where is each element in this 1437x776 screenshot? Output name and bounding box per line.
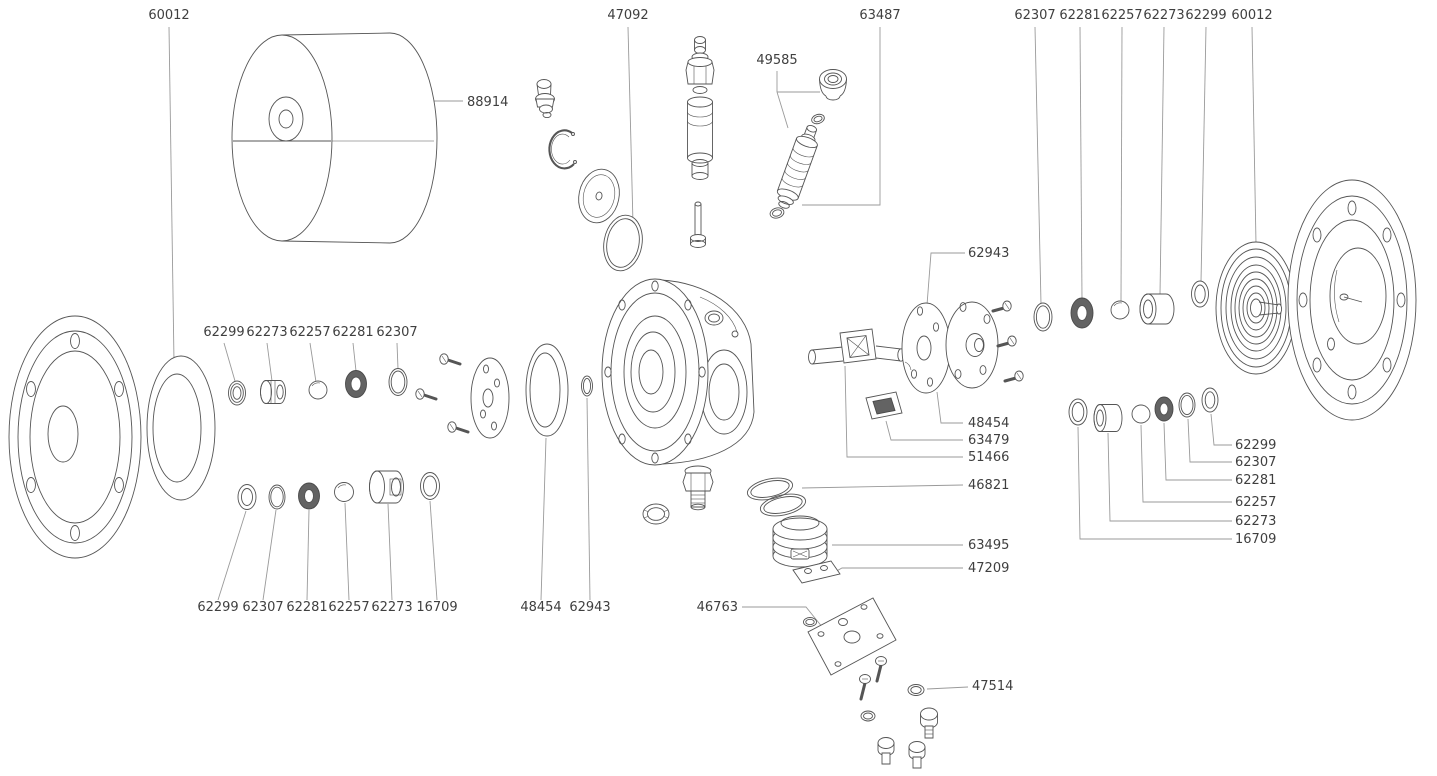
part-ball-62257-bottom [334,482,354,502]
part-label: 51466 [968,450,1009,465]
part-label: 62257 [289,325,330,340]
part-piston-bushing-62273-upper-right [1139,293,1175,325]
machine-screws-right [991,300,1024,383]
part-bearing-62281-lower-right [1154,396,1174,422]
part-muffler-stack-63495 [772,515,828,568]
part-grommet-62299-left [228,380,246,406]
part-label: 62281 [1235,473,1276,488]
part-label: 62273 [371,600,412,615]
part-label: 62307 [1014,8,1055,23]
part-label: 62281 [1059,8,1100,23]
part-label: 48454 [968,416,1009,431]
part-label: 16709 [416,600,457,615]
part-diaphragm-coil-60012 [1215,241,1297,375]
part-label: 47092 [607,8,648,23]
part-ring-62299-lower-right [1201,387,1219,413]
part-label: 47514 [972,679,1013,694]
part-label: 16709 [1235,532,1276,547]
part-inlet-fitting [535,79,555,119]
part-bearing-62281-left [345,370,367,398]
leader-lines [168,26,1257,690]
part-oring-62307-bottom [268,484,286,510]
part-label: 48454 [520,600,561,615]
part-oring-62307-lower-right [1178,392,1196,418]
part-oring-62307-upper-right [1033,302,1053,332]
part-label: 62257 [328,600,369,615]
part-bushing-62273-right [1093,404,1123,432]
part-ball-62257-left [308,380,328,400]
part-label: 62299 [1185,8,1226,23]
part-label: 63479 [968,433,1009,448]
part-center-section [601,278,755,525]
part-label: 62281 [286,600,327,615]
part-air-valve-plate-62943 [901,302,951,394]
part-label: 62273 [1235,514,1276,529]
part-labels: 60012 47092 63487 49585 62307 62281 6225… [148,8,1276,694]
part-label: 62299 [203,325,244,340]
part-label: 62307 [376,325,417,340]
part-oring-62307-left [388,368,408,396]
part-ring-62299-bottom [237,484,257,510]
part-retainer-ring-60012 [146,355,216,501]
part-label: 63495 [968,538,1009,553]
part-valve-seat-63479 [865,391,903,420]
part-label: 62299 [1235,438,1276,453]
part-outer-flange-right [1287,179,1417,421]
part-label: 62307 [1235,455,1276,470]
part-ring-62299-upper-right [1191,280,1209,308]
part-outer-flange-left [8,315,142,559]
part-ring-16709-right [1068,398,1088,426]
part-label: 62943 [569,600,610,615]
part-label: 62281 [332,325,373,340]
part-air-chamber-cylinder-88914 [231,32,438,244]
part-label: 49585 [756,53,797,68]
part-label: 47209 [968,561,1009,576]
part-diaphragm-plate-48454-left [525,343,569,437]
part-bearing-62281-upper-right [1070,297,1094,329]
part-label: 62257 [1235,495,1276,510]
part-oring-muffler-end [769,207,785,219]
part-label: 62273 [1143,8,1184,23]
part-label: 62257 [1101,8,1142,23]
part-label: 88914 [467,95,508,110]
part-oring-62943-left [581,375,593,397]
part-snap-ring [548,129,577,170]
part-ball-62257-upper-right [1110,300,1130,320]
part-label: 62273 [246,325,287,340]
machine-screws-left [415,353,470,434]
part-bushing-62273-left [260,380,286,404]
part-valve-plate-cover-48454 [945,301,999,389]
part-label: 62299 [197,600,238,615]
part-ball-62257-lower-right [1131,404,1151,424]
part-bearing-62281-bottom [298,482,320,510]
part-label: 60012 [148,8,189,23]
part-oring-manifold [803,617,817,627]
part-label: 46763 [697,600,738,615]
part-label: 63487 [859,8,900,23]
part-bushing-62273-bottom [369,470,404,504]
part-oring-pair-46821 [746,477,807,517]
bottom-fasteners [859,656,938,769]
part-valve-spool-shaft-51466 [808,328,905,365]
part-oring-47092 [603,214,643,272]
part-pilot-valve-assembly [685,36,715,248]
part-valve-plate-inner [470,357,510,439]
part-label: 60012 [1231,8,1272,23]
part-top-disc [578,168,620,224]
part-ring-16709-bottom [420,472,440,500]
part-label: 62943 [968,246,1009,261]
part-label: 62307 [242,600,283,615]
part-manifold-plate-46763 [807,597,897,676]
part-muffler-cartridge-63487 [776,125,818,209]
part-oring-small-49585 [811,113,825,125]
part-label: 46821 [968,478,1009,493]
part-plug-cap [819,69,847,101]
part-gasket-47209 [792,560,841,584]
